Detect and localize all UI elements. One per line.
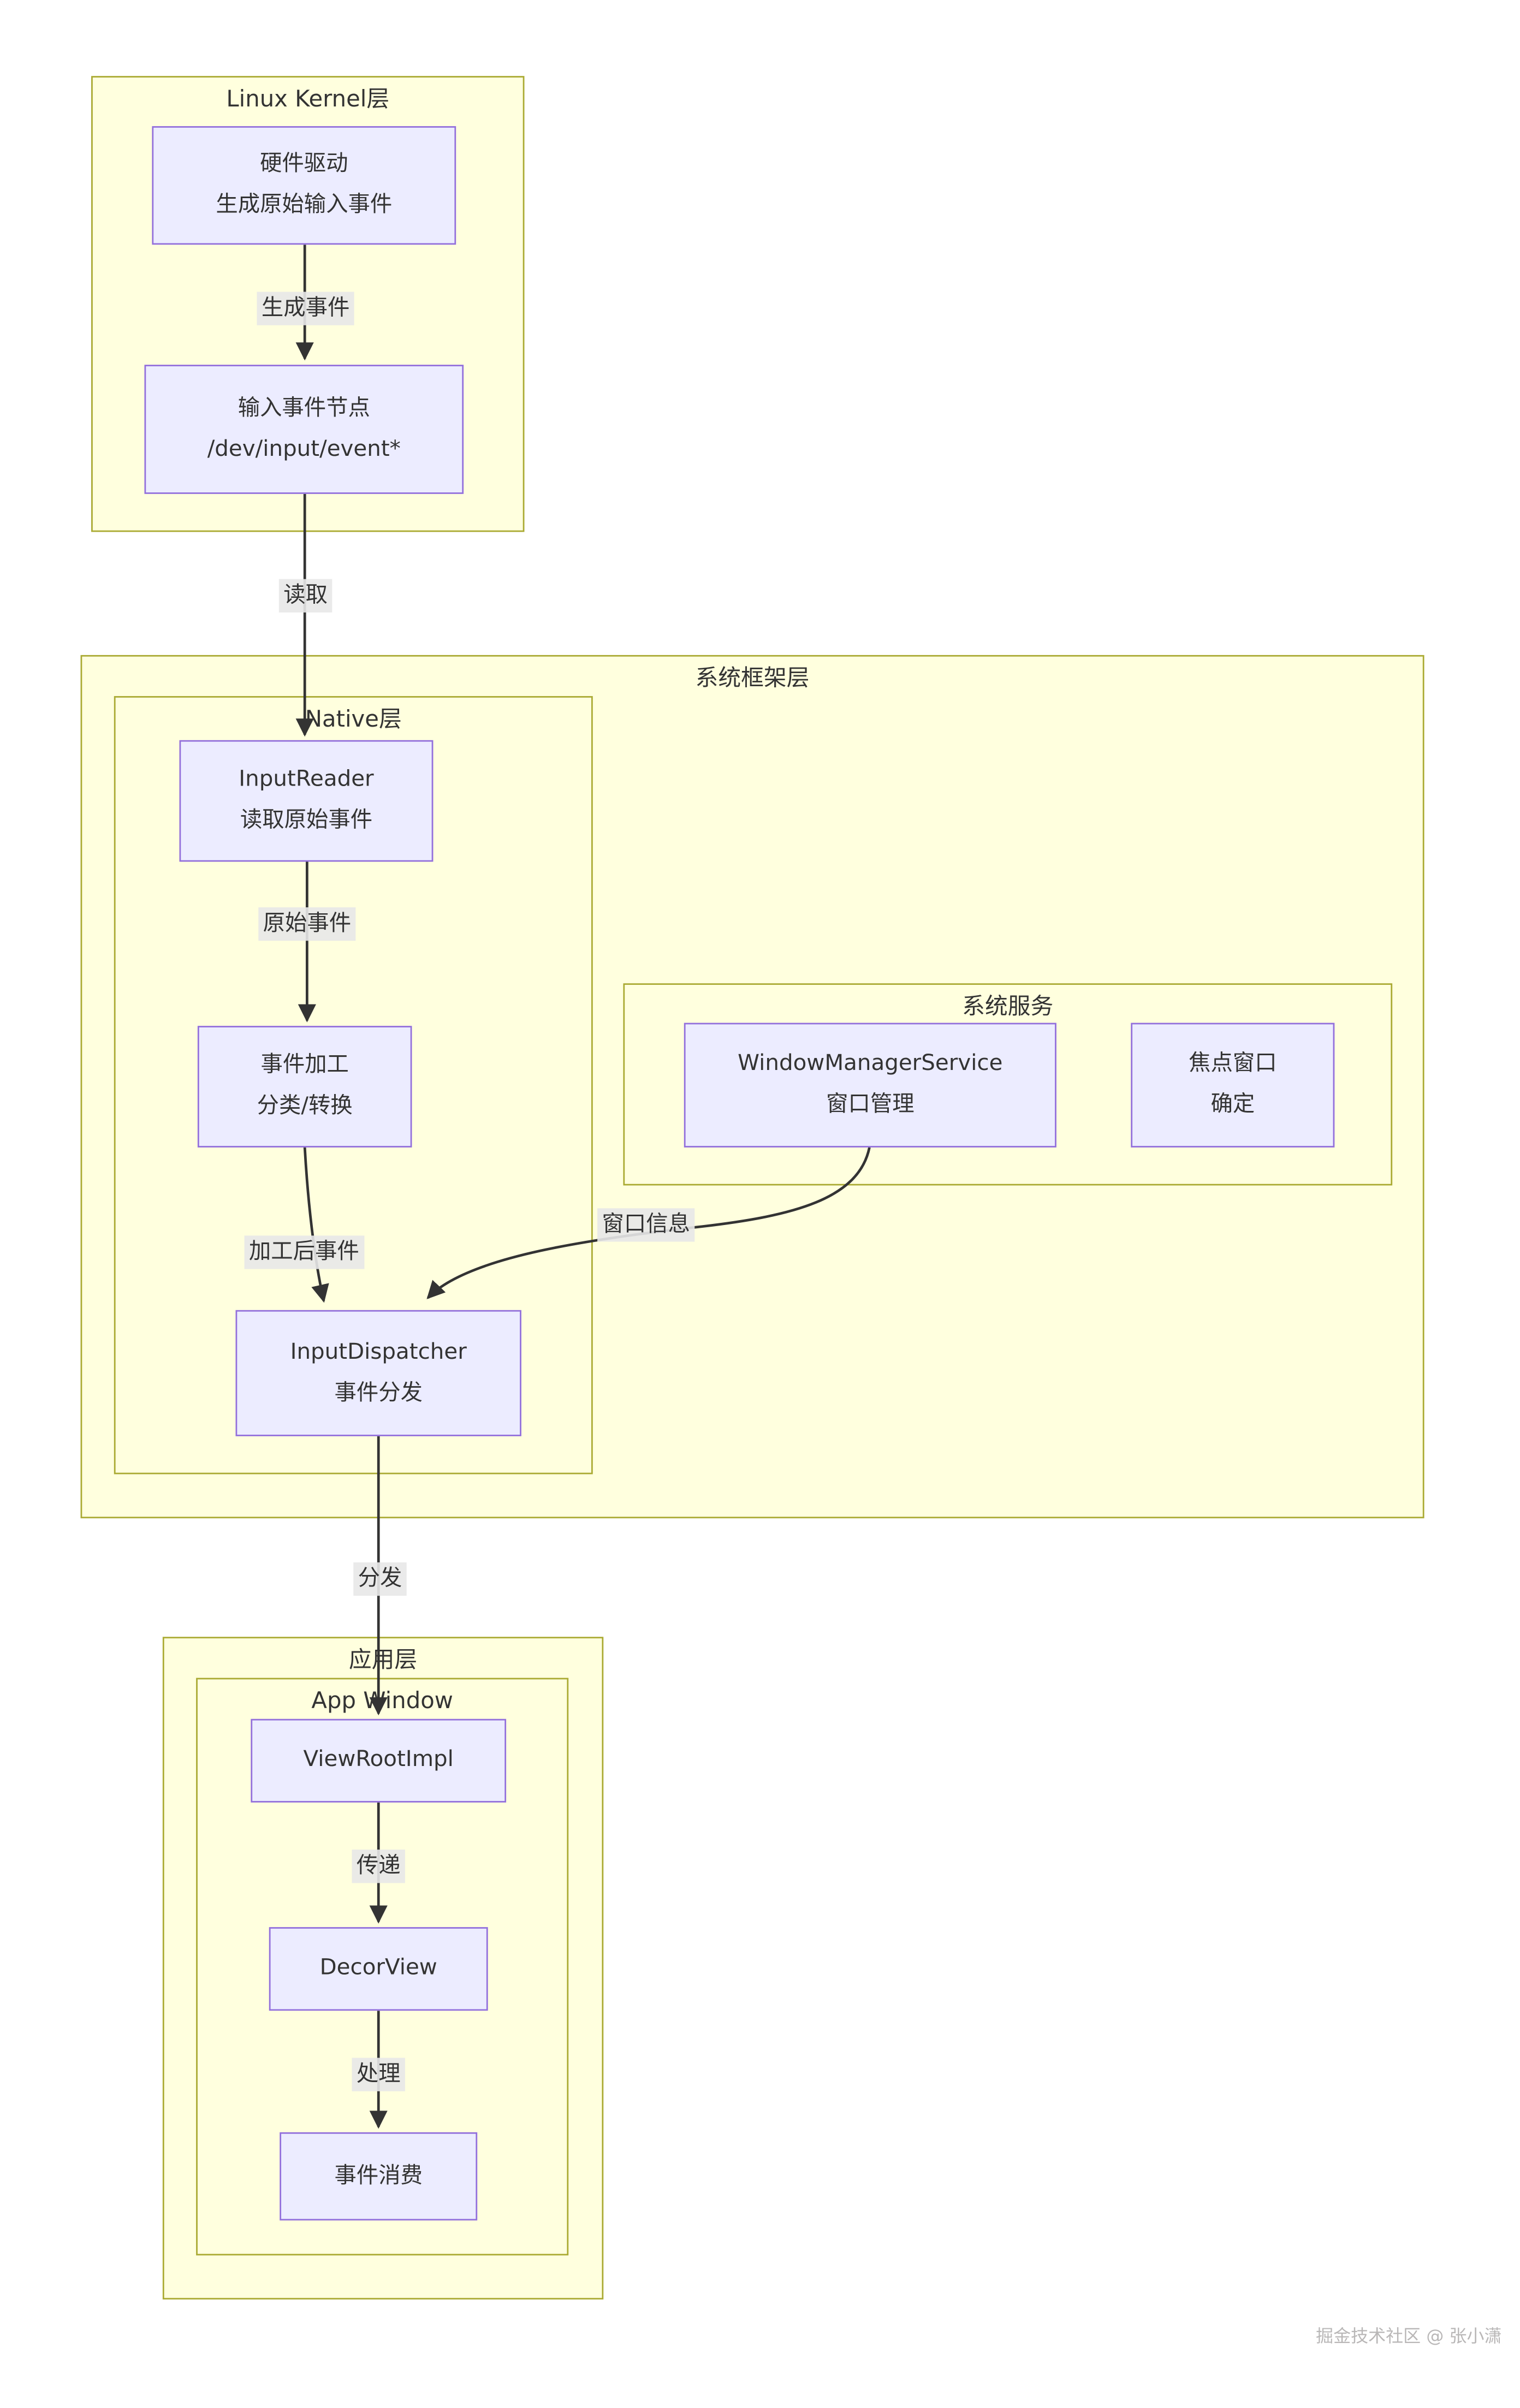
cluster-native-title: Native层: [305, 705, 402, 733]
node-decor-view: DecorView: [269, 1927, 488, 2011]
node-input-event-node-line2: /dev/input/event*: [207, 437, 401, 461]
edge-label-read: 读取: [278, 579, 333, 613]
node-event-consume: 事件消费: [280, 2132, 478, 2221]
node-wms-line2: 窗口管理: [826, 1092, 915, 1117]
node-input-reader: InputReader 读取原始事件: [179, 740, 434, 862]
edge-label-handle: 处理: [352, 2058, 405, 2091]
node-input-event-node-line1: 输入事件节点: [238, 396, 370, 420]
node-event-process-line2: 分类/转换: [257, 1094, 353, 1119]
node-input-reader-line2: 读取原始事件: [240, 808, 373, 833]
node-focus-window: 焦点窗口 确定: [1131, 1022, 1335, 1147]
edge-label-pass: 传递: [352, 1850, 405, 1883]
watermark-text: 掘金技术社区 @ 张小潇: [1316, 2325, 1502, 2347]
node-hw-driver: 硬件驱动 生成原始输入事件: [152, 126, 456, 245]
node-view-root-impl-line1: ViewRootImpl: [303, 1747, 454, 1773]
cluster-app-layer-title: 应用层: [348, 1646, 418, 1674]
edge-label-dispatch: 分发: [353, 1562, 407, 1596]
node-input-dispatcher-line1: InputDispatcher: [290, 1340, 467, 1364]
node-event-process: 事件加工 分类/转换: [197, 1026, 412, 1147]
edge-label-processed-event: 加工后事件: [244, 1235, 364, 1269]
edge-label-generate-event: 生成事件: [257, 292, 354, 325]
node-hw-driver-line2: 生成原始输入事件: [216, 193, 393, 218]
cluster-framework-title: 系统框架层: [695, 664, 810, 692]
node-event-consume-line1: 事件消费: [334, 2163, 423, 2188]
node-input-reader-line1: InputReader: [239, 767, 374, 792]
node-input-dispatcher: InputDispatcher 事件分发: [235, 1310, 521, 1436]
node-hw-driver-line1: 硬件驱动: [260, 152, 348, 176]
node-decor-view-line1: DecorView: [319, 1956, 437, 1981]
cluster-system-service-title: 系统服务: [962, 992, 1054, 1020]
node-view-root-impl: ViewRootImpl: [251, 1719, 507, 1803]
edge-label-raw-event: 原始事件: [258, 907, 356, 941]
edge-eventprocess-to-inputdispatcher: [303, 1147, 329, 1303]
edge-label-window-info: 窗口信息: [597, 1208, 695, 1242]
node-focus-window-line1: 焦点窗口: [1189, 1051, 1277, 1077]
node-window-manager-service: WindowManagerService 窗口管理: [684, 1022, 1056, 1147]
node-wms-line1: WindowManagerService: [738, 1051, 1003, 1077]
node-input-event-node: 输入事件节点 /dev/input/event*: [144, 365, 464, 494]
node-event-process-line1: 事件加工: [260, 1053, 349, 1078]
node-focus-window-line2: 确定: [1210, 1092, 1255, 1117]
cluster-linux-kernel-title: Linux Kernel层: [226, 85, 390, 113]
node-input-dispatcher-line2: 事件分发: [334, 1381, 423, 1405]
